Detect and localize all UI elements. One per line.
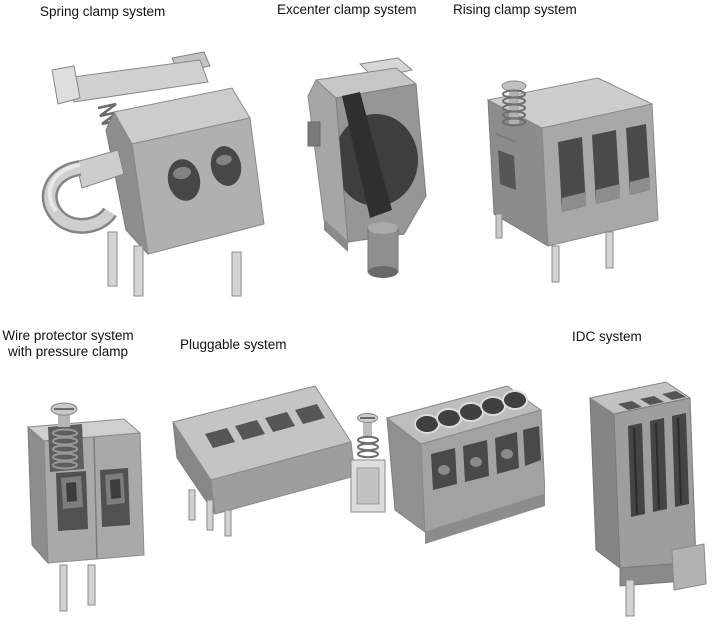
spring-clamp-illustration <box>41 51 265 297</box>
pluggable-plug <box>172 385 356 537</box>
label-wire-protector: Wire protector system with pressure clam… <box>2 328 134 359</box>
pluggable-screw-clamp <box>350 413 386 513</box>
idc-pin <box>625 579 635 617</box>
spring-clamp-pins <box>107 231 242 297</box>
rising-clamp-illustration <box>486 77 659 283</box>
rising-clamp-pins <box>495 213 614 283</box>
idc-body <box>588 381 707 617</box>
spring-clamp-body <box>41 51 265 297</box>
excenter-clamp-body <box>307 57 427 278</box>
label-excenter-clamp: Excenter clamp system <box>277 2 417 17</box>
rising-clamp-spring <box>501 80 527 127</box>
wire-protector-illustration <box>26 402 145 612</box>
label-pluggable: Pluggable system <box>180 337 287 352</box>
label-spring-clamp: Spring clamp system <box>40 4 166 19</box>
wire-protector-spring <box>50 402 78 470</box>
pluggable-illustration <box>172 385 545 544</box>
rising-clamp-body <box>486 77 659 283</box>
pluggable-socket <box>385 385 545 544</box>
label-rising-clamp: Rising clamp system <box>453 2 577 17</box>
wire-protector-pins <box>59 564 96 612</box>
excenter-clamp-illustration <box>307 57 427 278</box>
idc-illustration <box>588 381 707 617</box>
wire-protector-body <box>26 402 145 612</box>
label-idc: IDC system <box>572 329 642 344</box>
pluggable-plug-pins <box>188 489 232 537</box>
